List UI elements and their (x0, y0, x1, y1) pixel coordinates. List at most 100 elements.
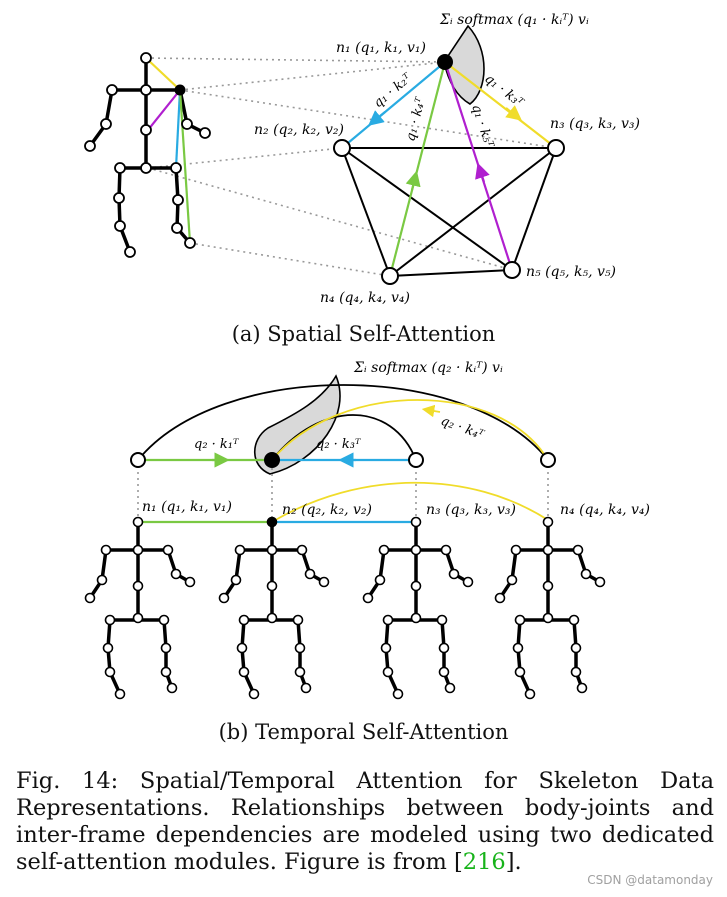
spatial-panel: Σᵢ softmax (q₁ · kᵢᵀ) vᵢ n₁ (q₁, k₁, v₁)… (84, 12, 640, 306)
temporal-skeleton-frame-3 (362, 516, 474, 700)
skeleton-joint (104, 614, 116, 626)
temporal-edge-label-k3: q₂ · k₃ᵀ (316, 437, 361, 452)
spatial-node-n1-label: n₁ (q₁, k₁, v₁) (336, 40, 426, 56)
temporal-edge-label-k1: q₂ · k₁ᵀ (194, 437, 239, 452)
skeleton-joint (230, 574, 242, 586)
skeleton-joint (318, 576, 330, 588)
skeleton-joint (514, 614, 526, 626)
spatial-node-n4-label: n₄ (q₄, k₄, v₄) (320, 290, 410, 306)
skeleton-joint (462, 576, 474, 588)
skeleton-joint (514, 666, 526, 678)
spatial-node-n1 (437, 54, 453, 70)
temporal-node-n4 (540, 452, 556, 468)
skeleton-joint (248, 688, 260, 700)
temporal-formula: Σᵢ softmax (q₂ · kᵢᵀ) vᵢ (353, 360, 503, 376)
skeleton-joint (380, 642, 392, 654)
skeleton-joint (96, 574, 108, 586)
skeleton-joint (104, 666, 116, 678)
skeleton-joint (132, 580, 144, 592)
skeleton-joint (542, 544, 554, 556)
temporal-node-n1 (130, 452, 146, 468)
skeleton-joint (218, 592, 230, 604)
skeleton-joint (266, 580, 278, 592)
temporal-node-n2-label: n₂ (q₂, k₂, v₂) (282, 502, 372, 518)
temporal-long-arcs (137, 384, 549, 523)
temporal-skeleton-frame-1 (84, 516, 196, 700)
skeleton-joint (266, 544, 278, 556)
skeleton-joint (378, 544, 390, 556)
skeleton-joint (292, 614, 304, 626)
skeleton-joint (510, 544, 522, 556)
spatial-edge-label-k3: q₁ · k₃ᵀ (482, 71, 527, 111)
skeleton-joint (166, 682, 178, 694)
skeleton-joint (294, 642, 306, 654)
skeleton-joint (580, 568, 592, 580)
spatial-node-n2 (333, 139, 351, 157)
skeleton-joint (374, 574, 386, 586)
spatial-attention-edges (341, 61, 557, 277)
skeleton-joint (594, 576, 606, 588)
spatial-subcaption: (a) Spatial Self-Attention (231, 322, 496, 346)
spatial-node-n3-label: n₃ (q₃, k₃, v₃) (550, 116, 640, 132)
skeleton-joint (236, 642, 248, 654)
skeleton-joint (410, 612, 422, 624)
spatial-skeleton-query-joint (174, 84, 186, 96)
temporal-skeleton-frame-4 (494, 516, 606, 700)
skeleton-joint (570, 666, 582, 678)
skeleton-joint (438, 666, 450, 678)
skeleton-joint (300, 682, 312, 694)
temporal-skeleton-frame-2 (218, 516, 330, 700)
skeleton-joint (572, 544, 584, 556)
skeleton-joint (524, 688, 536, 700)
skeleton-joint (506, 574, 518, 586)
caption-text: Fig. 14: Spatial/Temporal Attention for … (16, 768, 714, 875)
skeleton-joint (436, 614, 448, 626)
skeleton-joint (382, 614, 394, 626)
temporal-skeletons (84, 516, 606, 700)
skeleton-joint (296, 544, 308, 556)
temporal-node-n2 (264, 452, 280, 468)
skeleton-joint (570, 642, 582, 654)
skeleton-joint (304, 568, 316, 580)
temporal-dotted-links (137, 466, 549, 544)
skeleton-joint (266, 612, 278, 624)
temporal-node-n4-label: n₄ (q₄, k₄, v₄) (560, 502, 650, 518)
temporal-panel: Σᵢ softmax (q₂ · kᵢᵀ) vᵢ q₂ · k₁ᵀ q₂ · k… (84, 360, 650, 700)
skeleton-joint (382, 666, 394, 678)
skeleton-joint (568, 614, 580, 626)
caption-reference-link[interactable]: 216 (462, 849, 506, 875)
skeleton-joint (542, 516, 554, 528)
skeleton-joint (410, 516, 422, 528)
skeleton-joint (494, 592, 506, 604)
skeleton-joint (234, 544, 246, 556)
skeleton-joint (392, 688, 404, 700)
spatial-graph-nodes (333, 139, 565, 285)
attention-figure: Σᵢ softmax (q₁ · kᵢᵀ) vᵢ n₁ (q₁, k₁, v₁)… (84, 12, 650, 700)
spatial-node-n5-label: n₅ (q₅, k₅, v₅) (526, 264, 616, 280)
skeleton-joint (438, 642, 450, 654)
skeleton-joint (102, 642, 114, 654)
skeleton-joint (542, 612, 554, 624)
spatial-node-n3 (547, 139, 565, 157)
skeleton-joint (362, 592, 374, 604)
skeleton-joint (114, 688, 126, 700)
temporal-node-n1-label: n₁ (q₁, k₁, v₁) (142, 499, 232, 515)
spatial-edge-label-k5: q₁ · k₅ᵀ (468, 103, 496, 150)
spatial-node-n2-label: n₂ (q₂, k₂, v₂) (254, 122, 344, 138)
skeleton-joint (410, 544, 422, 556)
temporal-frame-edges (138, 452, 416, 524)
skeleton-joint (448, 568, 460, 580)
spatial-node-n5 (503, 261, 521, 279)
skeleton-joint (132, 612, 144, 624)
skeleton-joint (84, 592, 96, 604)
temporal-edge-label-k4: q₂ · k₄ᵀ (439, 414, 486, 443)
skeleton-joint (410, 580, 422, 592)
skeleton-joint (238, 666, 250, 678)
temporal-frame-nodes (130, 452, 556, 468)
skeleton-joint (100, 544, 112, 556)
skeleton-joint (162, 544, 174, 556)
skeleton-joint (158, 614, 170, 626)
skeleton-joint (160, 666, 172, 678)
skeleton-joint (132, 544, 144, 556)
skeleton-joint (576, 682, 588, 694)
